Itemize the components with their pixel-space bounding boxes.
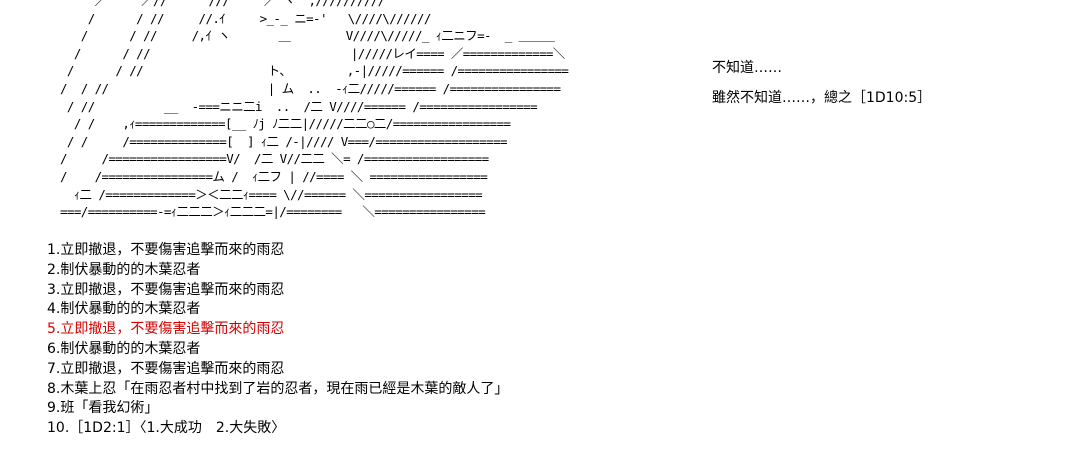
- ascii-art-line: ===/==========-=ｨ二二二＞ｨ二二二=|/======== ＼==…: [60, 204, 486, 220]
- choice-item-8: 8.木葉上忍「在雨忍者村中找到了岩的忍者，現在雨已經是木葉的敵人了」: [47, 380, 509, 397]
- ascii-art-line: / / // ト、 ,-|/////====== /==============…: [60, 63, 569, 79]
- choice-item-1: 1.立即撤退，不要傷害追擊而來的雨忍: [47, 242, 285, 258]
- choice-item-6: 6.制伏暴動的的木葉忍者: [47, 340, 201, 357]
- ascii-art: ／ ／// /// ／ ヽ ,////////// / / // //.ｲ >_…: [60, 0, 680, 221]
- ascii-art-line: / /=================V/ /二 V//二二 ＼= /====…: [60, 151, 489, 167]
- choice-item-3: 3.立即撤退，不要傷害追擊而來的雨忍: [47, 281, 285, 298]
- choice-item-7: 7.立即撤退，不要傷害追擊而來的雨忍: [47, 360, 285, 377]
- ascii-art-line: ／ ／// /// ／ ヽ ,//////////: [60, 0, 386, 8]
- choice-item-4: 4.制伏暴動的的木葉忍者: [47, 301, 201, 318]
- ascii-art-line: ｨ二 /=============＞＜二二ｨ==== \//====== ＼==…: [60, 186, 483, 202]
- side-text-line-1: 不知道……: [712, 60, 782, 76]
- ascii-art-line: / // __ -===ニニ二i .. /二 V////====== /====…: [60, 98, 538, 114]
- choice-item-5-selected: 5.立即撤退，不要傷害追擊而來的雨忍: [47, 321, 285, 338]
- side-dialogue: 不知道…… 雖然不知道……，總之［1D10:5］: [712, 58, 931, 118]
- choice-list: 1.立即撤退，不要傷害追擊而來的雨忍 2.制伏暴動的的木葉忍者 3.立即撤退，不…: [47, 241, 508, 439]
- ascii-art-line: / / // /,ｲ ヽ ＿ V////\/////_ ｨ二ニフ=- _ ＿＿＿: [60, 28, 555, 44]
- choice-item-10: 10.［1D2:1］〈1.大成功 2.大失敗〉: [47, 420, 286, 437]
- ascii-art-line: / / ,ｨ=============[__ ﾉj ﾉ二二|/////二二○二/…: [60, 116, 511, 132]
- ascii-art-line: / / // |/////レイ==== ／=============＼: [60, 45, 565, 61]
- ascii-art-line: / /================ム / ｨ二フ | //==== ＼ ==…: [60, 168, 488, 184]
- choice-item-9: 9.班「看我幻術」: [47, 400, 159, 417]
- choice-item-2: 2.制伏暴動的的木葉忍者: [47, 261, 201, 278]
- side-text-line-2: 雖然不知道……，總之［1D10:5］: [712, 90, 932, 106]
- ascii-art-line: / / /==============[ ] ｨ二 /-|//// V===/=…: [60, 133, 508, 149]
- ascii-art-line: / / // | ム .. -ｨ二/////====== /==========…: [60, 80, 561, 96]
- ascii-art-line: / / // //.ｲ >_-_ ニ=-' \////\//////: [60, 10, 432, 26]
